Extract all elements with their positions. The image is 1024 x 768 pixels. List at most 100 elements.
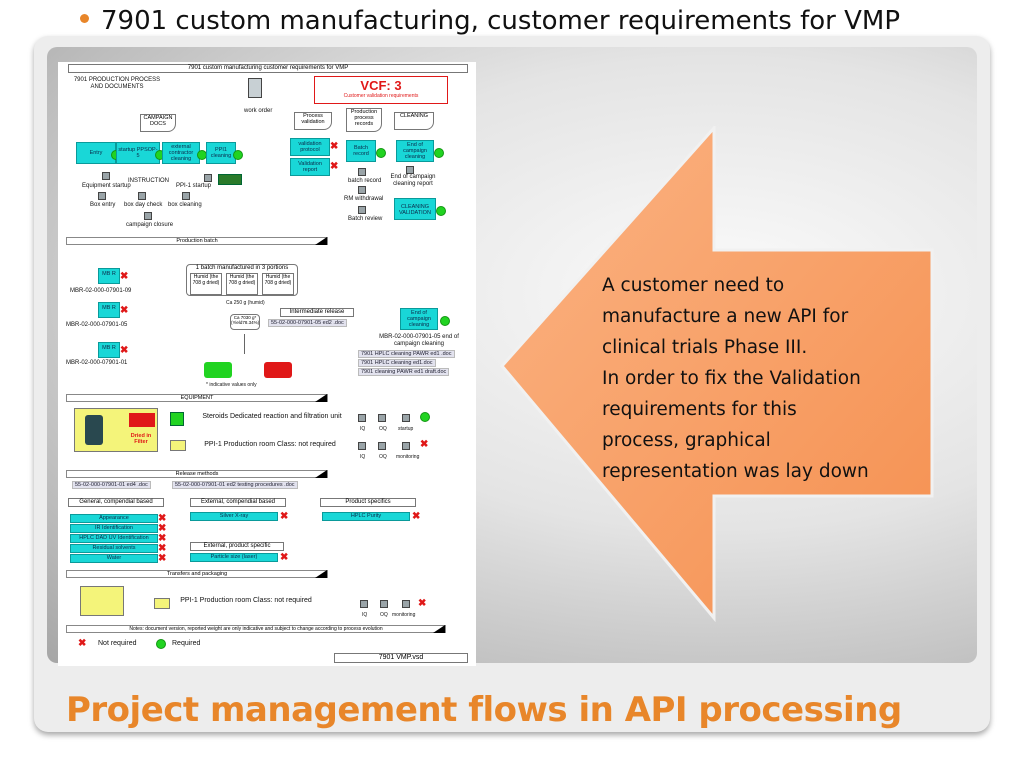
dried-filter-label: Dried in Filter xyxy=(130,433,152,445)
work-order-label: work order xyxy=(244,108,273,114)
callout-line: In order to fix the Validation xyxy=(602,368,861,389)
campaign-closure-label: campaign closure xyxy=(126,222,174,228)
document-icon xyxy=(98,192,106,200)
required-dot xyxy=(434,148,444,158)
batch-portions-label: 1 batch manufactured in 3 portions xyxy=(195,265,289,271)
required-dot xyxy=(376,148,386,158)
room-diagram xyxy=(80,586,124,616)
test-hplc-purity: HPLC Purity xyxy=(322,512,410,521)
section-title: 7901 PRODUCTION PROCESS AND DOCUMENTS xyxy=(73,77,161,90)
test-residual-solvents: Residual solvents xyxy=(70,544,158,553)
instruction-label: INSTRUCTION xyxy=(128,178,169,184)
required-dot xyxy=(436,206,446,216)
oq-label: OQ xyxy=(379,426,387,432)
legend-not-required: Not required xyxy=(98,640,137,647)
not-required-icon: ✖ xyxy=(120,271,129,282)
cleaning-doc-2: 7901 HPLC cleaning ed1.doc xyxy=(358,359,436,367)
humid-portion-3: Humid (the 708 g dried) xyxy=(262,273,294,295)
not-required-icon: ✖ xyxy=(420,439,429,450)
not-required-icon: ✖ xyxy=(158,533,167,544)
filter-icon xyxy=(129,413,155,427)
iq-label: IQ xyxy=(360,454,366,460)
mbr-box-3: MB R xyxy=(98,342,120,358)
callout-line: process, graphical xyxy=(602,430,771,451)
required-dot xyxy=(420,412,430,422)
cleaning-validation-box: CLEANING VALIDATION xyxy=(394,198,436,220)
callout-line: clinical trials Phase III. xyxy=(602,337,808,358)
end-campaign-cleaning-box-2: End of campaign cleaning xyxy=(400,308,438,330)
production-batch-bar: Production batch xyxy=(66,237,328,245)
intermediate-file: 55-02-000-07901-05 ed2 .doc xyxy=(268,319,347,327)
callout-line: manufacture a new API for xyxy=(602,306,849,327)
required-dot xyxy=(440,316,450,326)
document-icon xyxy=(358,442,366,450)
room-icon xyxy=(170,440,186,451)
legend-not-required-icon: ✖ xyxy=(78,638,87,649)
mbr-code-1: MBR-02-000-07901-09 xyxy=(70,288,132,294)
product-specifics-header: Product specifics xyxy=(320,498,416,507)
test-water: Water xyxy=(70,554,158,563)
required-dot xyxy=(233,150,243,160)
indicative-note: * indicative values only xyxy=(206,382,257,388)
not-required-icon: ✖ xyxy=(120,305,129,316)
red-outcome xyxy=(264,362,292,378)
document-icon xyxy=(378,442,386,450)
callout-arrow xyxy=(500,126,934,622)
diagram-title-bar: 7901 custom manufacturing customer requi… xyxy=(68,64,468,73)
release-file-2: 55-02-000-07901-01 ed2 testing procedure… xyxy=(172,481,298,489)
equipment-startup-label: Equipment startup xyxy=(82,183,131,189)
legend-required-icon xyxy=(156,639,166,649)
end-campaign-cleaning-box: End of campaign cleaning xyxy=(396,140,434,162)
external-product-header: External, product specific xyxy=(190,542,284,551)
document-icon xyxy=(358,168,366,176)
humid-portion-2: Humid (the 708 g dried) xyxy=(226,273,258,295)
not-required-icon: ✖ xyxy=(120,345,129,356)
not-required-icon: ✖ xyxy=(330,161,339,172)
not-required-icon: ✖ xyxy=(280,552,289,563)
test-particle-size: Particle size (laser) xyxy=(190,553,278,562)
document-icon xyxy=(406,166,414,174)
not-required-icon: ✖ xyxy=(330,141,339,152)
ca-dry-box: Ca 7030 g* (Yield78.34%) xyxy=(230,314,260,330)
document-icon xyxy=(204,174,212,182)
reactor-icon xyxy=(85,415,103,445)
end-campaign-report-label: End of campaign cleaning report xyxy=(390,174,436,187)
flow-step-entry: Entry xyxy=(76,142,116,164)
box-day-check-label: box day check xyxy=(124,202,163,208)
not-required-icon: ✖ xyxy=(280,511,289,522)
not-required-icon: ✖ xyxy=(158,543,167,554)
document-icon xyxy=(378,414,386,422)
batch-review-label: Batch review xyxy=(348,216,383,222)
bullet-dot-icon xyxy=(80,14,89,23)
batch-record-box: Batch record xyxy=(346,140,376,162)
monitoring-label: monitoring xyxy=(392,612,416,618)
test-appearance: Appearance xyxy=(70,514,158,523)
document-icon xyxy=(380,600,388,608)
document-icon xyxy=(358,186,366,194)
mbr-code-3: MBR-02-000-07901-01 xyxy=(66,360,128,366)
equipment-diagram: Dried in Filter xyxy=(74,408,158,452)
validation-report: Validation report xyxy=(290,158,330,176)
not-required-icon: ✖ xyxy=(418,598,427,609)
file-name-box: 7901 VMP.vsd xyxy=(334,653,468,663)
cleaning-doc-1: 7901 HPLC cleaning PAWR ed1 .doc xyxy=(358,350,455,358)
room-icon xyxy=(154,598,170,609)
not-required-icon: ✖ xyxy=(158,513,167,524)
slide-bullet: 7901 custom manufacturing, customer requ… xyxy=(80,6,900,36)
callout-line: A customer need to xyxy=(602,275,785,296)
document-icon xyxy=(402,414,410,422)
rm-withdrawal-label: RM withdrawal xyxy=(344,196,384,202)
validation-protocol: validation protocol xyxy=(290,138,330,156)
steroids-icon xyxy=(170,412,184,426)
cleaning-doc: CLEANING xyxy=(394,112,434,130)
external-pharm-header: External, compendial based xyxy=(190,498,286,507)
callout-text: A customer need to manufacture a new API… xyxy=(602,270,922,487)
document-icon xyxy=(402,442,410,450)
equipment-bar: EQUIPMENT xyxy=(66,394,328,402)
end-campaign-mbr: MBR-02-000-07901-05 end of campaign clea… xyxy=(379,334,459,347)
document-icon xyxy=(358,414,366,422)
not-required-icon: ✖ xyxy=(158,523,167,534)
callout-line: requirements for this xyxy=(602,399,797,420)
box-entry-label: Box entry xyxy=(90,202,116,208)
cleaning-doc-3: 7901 cleaning PAWR ed1 draft.doc xyxy=(358,368,450,376)
